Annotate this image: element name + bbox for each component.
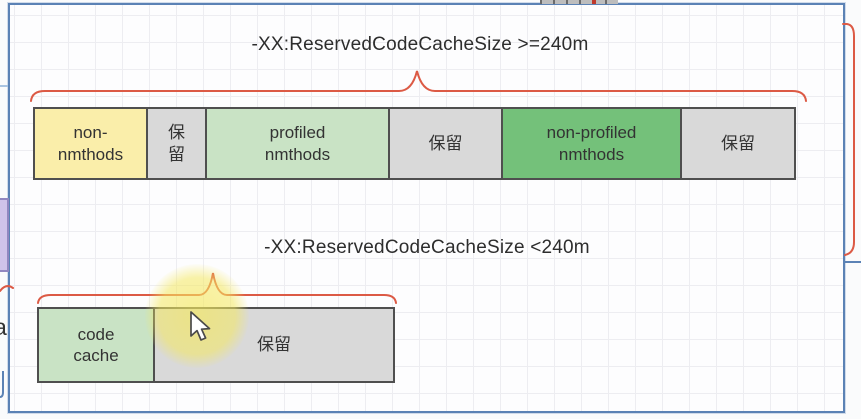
segment-reserved-3[interactable]: 保留 [680, 107, 796, 180]
segment-label: 保留 [428, 133, 463, 153]
segment-label: code cache [73, 324, 119, 365]
segment-label: non-profiled nmthods [546, 123, 637, 164]
mouse-cursor-icon [190, 311, 211, 341]
clipped-red-dot [592, 0, 596, 4]
label-reserved-codecache-large[interactable]: -XX:ReservedCodeCacheSize >=240m [251, 34, 589, 55]
memory-row-small: code cache 保留 [37, 307, 395, 383]
segment-label: 保留 [257, 335, 291, 355]
clipped-text-left: a [0, 314, 9, 342]
segment-non-profiled-nmethods[interactable]: non-profiled nmthods [501, 107, 682, 180]
segment-profiled-nmethods[interactable]: profiled nmthods [205, 107, 390, 180]
label-reserved-codecache-small[interactable]: -XX:ReservedCodeCacheSize <240m [264, 237, 590, 258]
segment-code-cache[interactable]: code cache [37, 307, 155, 383]
clipped-text-fragment: a [0, 314, 7, 340]
segment-reserved-1[interactable]: 保 留 [146, 107, 207, 180]
clipped-shape-bottom-left [0, 371, 4, 398]
segment-non-nmethods[interactable]: non- nmthods [33, 107, 148, 180]
segment-label: 保留 [721, 133, 755, 153]
segment-reserved-2[interactable]: 保留 [388, 107, 503, 180]
segment-label: non- nmthods [57, 123, 124, 164]
segment-label: 保 留 [168, 123, 185, 164]
clipped-shape-left [0, 198, 9, 272]
segment-label: profiled nmthods [264, 123, 331, 164]
memory-row-large: non- nmthods 保 留 profiled nmthods 保留 non… [33, 107, 796, 180]
clipped-shape-top [540, 0, 618, 4]
